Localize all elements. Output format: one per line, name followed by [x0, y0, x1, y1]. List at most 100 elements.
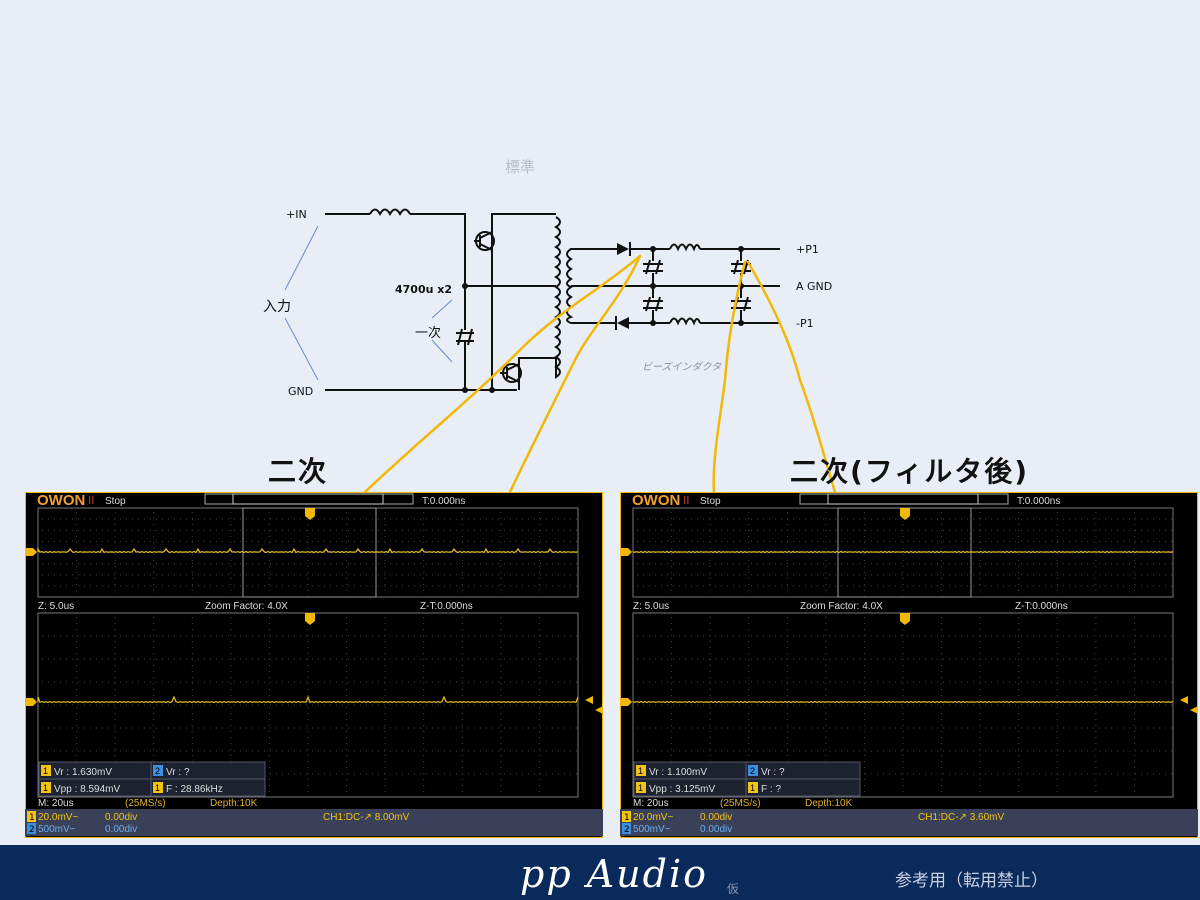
bead-inductor-top [669, 243, 701, 252]
measurement-value: Vr : ? [761, 767, 785, 778]
channel-badge [41, 765, 51, 776]
scope-display: OWON Stop II T:0.000ns Z: 5.0us Zoom Factor: … [25, 492, 603, 838]
measurement-value: Vr : 1.630mV [54, 767, 112, 778]
measurement-value: Vpp : 3.125mV [649, 784, 715, 795]
filter-capacitors [643, 259, 751, 312]
ch1-offset: 0.00div [700, 812, 732, 823]
trigger-time: T:0.000ns [422, 496, 465, 507]
trigger-position-marker[interactable] [900, 508, 910, 520]
footer-note: 参考用（転用禁止） [895, 871, 1048, 891]
measurement-value: F : ? [761, 784, 781, 795]
annotation-arrows [284, 225, 453, 381]
pause-icon: II [683, 494, 690, 507]
input-capacitor [456, 328, 474, 346]
zoom-factor: Zoom Factor: 4.0X [205, 601, 288, 612]
channel-number: 1 [155, 783, 160, 793]
ch2-offset: 0.00div [105, 824, 137, 835]
trigger-level-marker[interactable] [585, 696, 593, 704]
channel-number: 2 [155, 766, 160, 776]
svg-text:1: 1 [624, 813, 630, 823]
channel-number: 1 [638, 783, 643, 793]
channel-number: 1 [638, 766, 643, 776]
oscilloscope-screen-secondary: OWON Stop II T:0.000ns Z: 5.0us Zoom Factor: … [25, 492, 603, 838]
collector-wire [491, 213, 556, 390]
ch1-level-marker[interactable] [620, 548, 632, 556]
footer-tag: 仮 [727, 882, 740, 896]
zoom-timebase: Z: 5.0us [38, 601, 74, 612]
trigger-settings: CH1:DC-↗ 8.00mV [323, 812, 410, 823]
zoom-factor: Zoom Factor: 4.0X [800, 601, 883, 612]
ch1-volts-div: 20.0mV~ [633, 812, 673, 823]
footer-bar [0, 845, 1200, 900]
gnd-label: GND [288, 385, 314, 398]
probe-annotation-lines [363, 254, 837, 494]
ch1-level-marker[interactable] [25, 548, 37, 556]
channel-badge [153, 765, 163, 776]
primary-winding [518, 216, 561, 390]
measurement-value: Vr : 1.100mV [649, 767, 707, 778]
trigger-position-marker-main[interactable] [900, 613, 910, 625]
channel-number: 2 [750, 766, 755, 776]
secondary-filtered-heading: 二次(フィルタ後) [790, 455, 1030, 488]
ch1-level-marker-main[interactable] [25, 698, 37, 706]
ch2-volts-div: 500mV~ [633, 824, 671, 835]
scope-brand-logo: OWON [632, 492, 680, 509]
faint-title: 標準 [505, 158, 536, 176]
scope-display: OWON Stop II T:0.000ns Z: 5.0us Zoom Factor: … [620, 492, 1198, 838]
trigger-position-marker-main[interactable] [305, 613, 315, 625]
trigger-settings: CH1:DC-↗ 3.60mV [918, 812, 1005, 823]
trigger-position-marker[interactable] [305, 508, 315, 520]
main-timebase: M: 20us [38, 798, 74, 809]
trigger-level-marker-2[interactable] [1190, 706, 1198, 714]
channel-badge [41, 782, 51, 793]
ch1-level-marker-main[interactable] [620, 698, 632, 706]
bead-inductor-bottom [669, 317, 701, 326]
zoom-trigger-time: Z-T:0.000ns [1015, 601, 1068, 612]
svg-text:2: 2 [29, 825, 35, 835]
zoom-timebase: Z: 5.0us [633, 601, 669, 612]
channel-badge [636, 782, 646, 793]
ch1-overview-trace [632, 550, 1174, 554]
trigger-level-marker-2[interactable] [595, 706, 603, 714]
footer-brand: pp Audio [520, 852, 709, 896]
main-timebase: M: 20us [633, 798, 669, 809]
ch1-main-trace [37, 695, 579, 704]
ch1-offset: 0.00div [105, 812, 137, 823]
secondary-heading: 二次 [268, 455, 329, 488]
measurement-value: Vr : ? [166, 767, 190, 778]
trigger-level-marker[interactable] [1180, 696, 1188, 704]
channel-badge [748, 765, 758, 776]
bead-inductor-label: ビーズインダクタ [642, 362, 722, 373]
memory-depth: Depth:10K [210, 798, 258, 809]
plus-p1-label: +P1 [796, 243, 819, 256]
pause-icon: II [88, 494, 95, 507]
zoom-trigger-time: Z-T:0.000ns [420, 601, 473, 612]
channel-badge [748, 782, 758, 793]
status-label: Stop [105, 496, 126, 507]
sample-rate: (25MS/s) [720, 798, 761, 809]
status-label: Stop [700, 496, 721, 507]
memory-depth: Depth:10K [805, 798, 853, 809]
oscilloscope-screen-filtered: OWON Stop II T:0.000ns Z: 5.0us Zoom Factor: … [620, 492, 1198, 838]
capacitor-label: 4700u x2 [395, 283, 453, 296]
ch2-offset: 0.00div [700, 824, 732, 835]
ch2-volts-div: 500mV~ [38, 824, 76, 835]
diode-bottom [615, 316, 629, 330]
scope-brand-logo: OWON [37, 492, 85, 509]
channel-number: 1 [43, 783, 48, 793]
measurement-value: Vpp : 8.594mV [54, 784, 120, 795]
channel-badge [636, 765, 646, 776]
diode-top [617, 242, 631, 256]
channel-badge [153, 782, 163, 793]
minus-p1-label: -P1 [796, 317, 814, 330]
channel-number: 1 [43, 766, 48, 776]
trigger-time: T:0.000ns [1017, 496, 1060, 507]
sample-rate: (25MS/s) [125, 798, 166, 809]
agnd-label: A GND [796, 280, 833, 293]
input-inductor [369, 208, 411, 217]
input-wires [325, 213, 517, 391]
ch1-volts-div: 20.0mV~ [38, 812, 78, 823]
input-label: 入力 [263, 299, 291, 315]
ch1-main-trace [632, 700, 1174, 704]
channel-number: 1 [750, 783, 755, 793]
